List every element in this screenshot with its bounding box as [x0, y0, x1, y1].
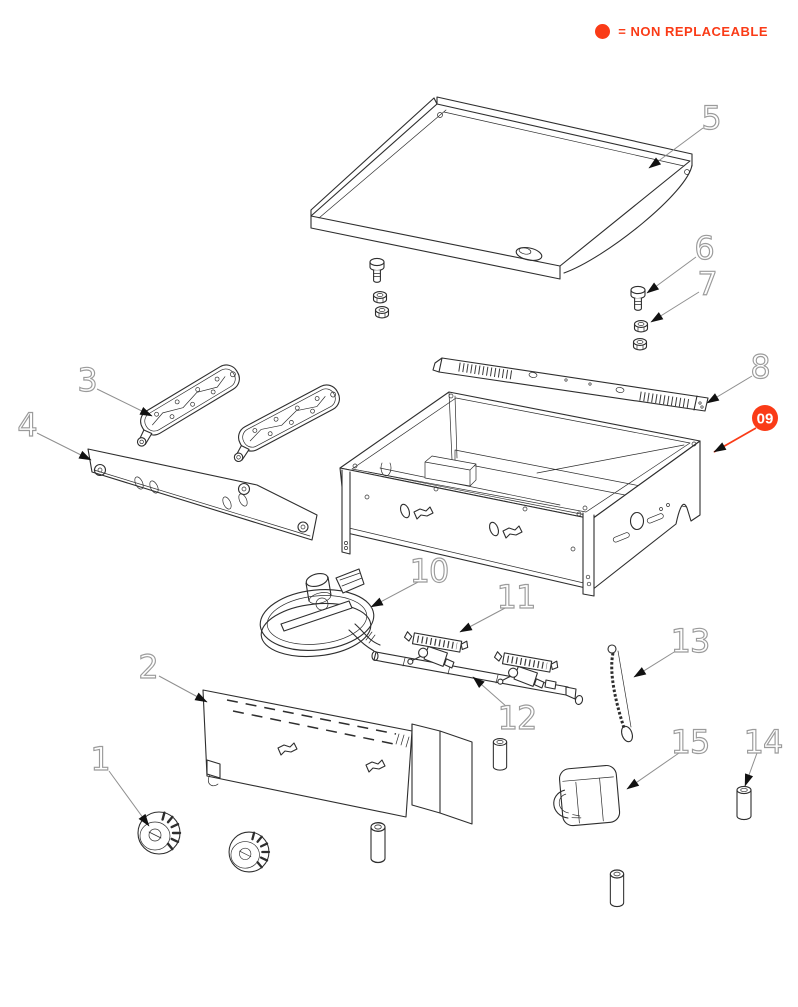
callout-leader-6 [646, 256, 697, 294]
non-replaceable-dot-icon [595, 24, 611, 39]
callout-leader-4 [36, 432, 92, 461]
non-replaceable-badge [752, 405, 778, 431]
part-2-control-panel [202, 689, 473, 825]
highlight-number-09: 09 [757, 410, 774, 427]
callout-leader-1 [108, 770, 150, 827]
callout-number-5: 5 [701, 99, 720, 137]
callout-number-8: 8 [750, 348, 769, 386]
part-5-griddle-plate [310, 96, 693, 280]
callout-number-6: 6 [694, 229, 713, 267]
part-9-firebox-body [339, 391, 701, 597]
part-6-bolt [630, 285, 646, 311]
callout-leader-7 [650, 291, 700, 323]
callout-leader-10 [370, 580, 421, 608]
callout-leader-14 [744, 752, 758, 787]
part-1-control-knobs [136, 810, 271, 874]
callout-number-11: 11 [497, 578, 536, 616]
callout-leader-3 [96, 388, 153, 417]
highlight-leader-09 [713, 427, 757, 453]
part-7-nuts [632, 320, 649, 351]
part-11-burner-valves [400, 630, 559, 693]
callout-leader-8 [706, 375, 753, 404]
part-8-support-rail [432, 357, 709, 412]
callout-number-10: 10 [410, 552, 449, 590]
callout-leader-11 [459, 606, 508, 633]
part-3-burner-tubes [125, 359, 346, 464]
callout-leader-15 [626, 752, 680, 790]
callout-number-1: 1 [90, 740, 109, 778]
callout-number-3: 3 [77, 361, 96, 399]
callout-number-15: 15 [671, 723, 710, 761]
part-14-leg-spacer [736, 785, 752, 821]
callout-leader-13 [633, 648, 680, 678]
callout-leader-2 [158, 675, 208, 703]
callout-number-12: 12 [498, 699, 537, 737]
legend-text: = NON REPLACEABLE [618, 24, 768, 39]
callout-number-4: 4 [17, 406, 36, 444]
part-13-chain [607, 644, 633, 743]
callout-number-7: 7 [697, 265, 716, 303]
legend: = NON REPLACEABLE [595, 24, 768, 39]
callout-number-2: 2 [138, 648, 157, 686]
part-15-grease-cup [553, 764, 621, 827]
part-10-hose-regulator [259, 568, 381, 658]
fasteners-under-plate [369, 257, 390, 319]
part-12-manifold-pipe [371, 650, 584, 705]
callout-number-13: 13 [671, 622, 710, 660]
callout-leader-5 [648, 127, 704, 169]
callout-number-14: 14 [744, 723, 783, 761]
part-4-heat-shield [87, 448, 318, 541]
callout-leader-12 [472, 676, 508, 708]
